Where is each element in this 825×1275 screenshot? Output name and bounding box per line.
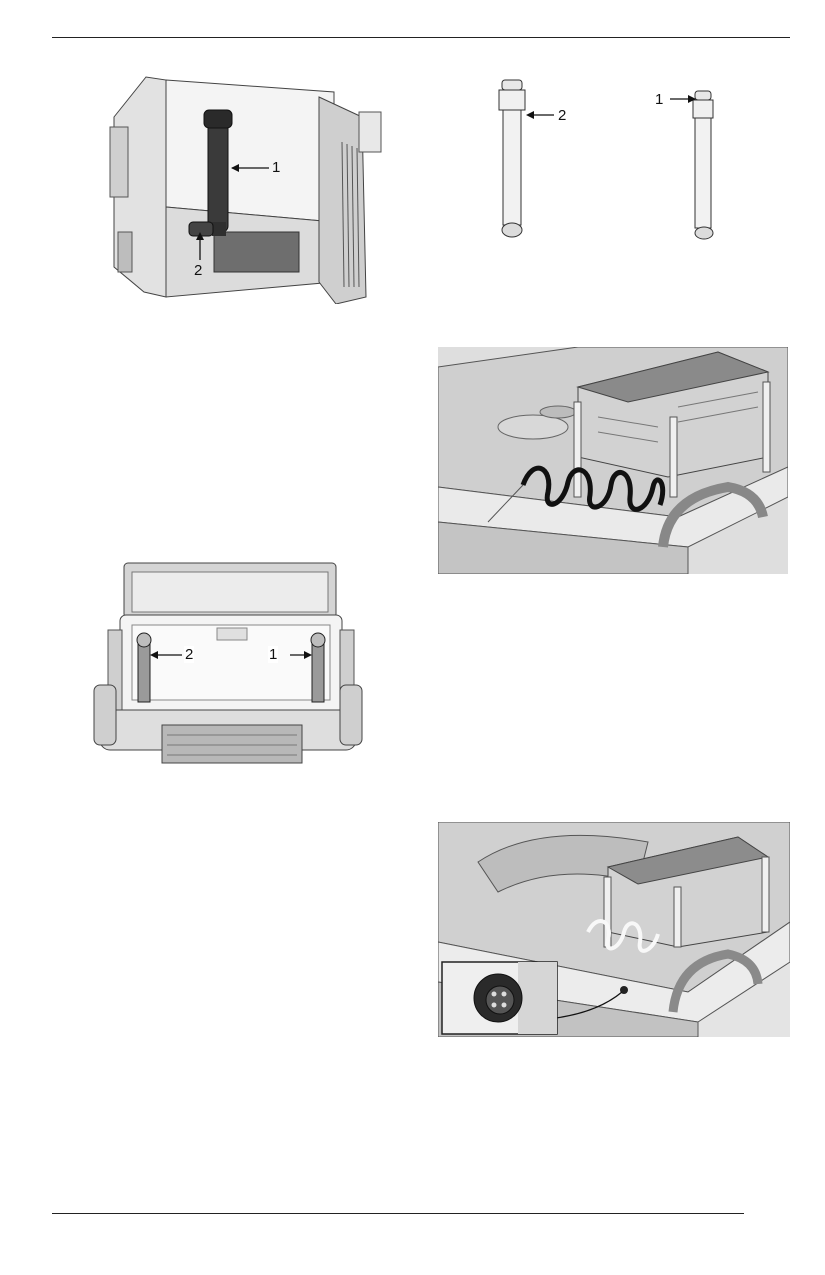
callout-1: 1 [272, 159, 281, 176]
figure-box-interior-drawing [93, 562, 363, 764]
figure-pipe-parts: 2 1 [490, 75, 730, 245]
figure-ignition-pipe-drawing [109, 76, 382, 304]
figure-ignition-pipe: 1 2 [104, 72, 389, 304]
callout-2: 2 [194, 262, 203, 279]
figure-cable-routing-drawing [438, 347, 788, 574]
figure-cable-routing [438, 347, 788, 574]
callout-2: 2 [184, 646, 195, 663]
figure-box-interior: 2 1 [92, 560, 364, 768]
callout-2: 2 [558, 107, 567, 124]
figure-connector-location [438, 822, 790, 1037]
figure-pipe-parts-drawing [498, 79, 714, 240]
callout-1: 1 [655, 91, 664, 108]
header-rule [52, 37, 790, 38]
footer-rule [52, 1213, 744, 1214]
callout-1: 1 [268, 646, 279, 663]
figure-connector-location-drawing [438, 822, 790, 1037]
